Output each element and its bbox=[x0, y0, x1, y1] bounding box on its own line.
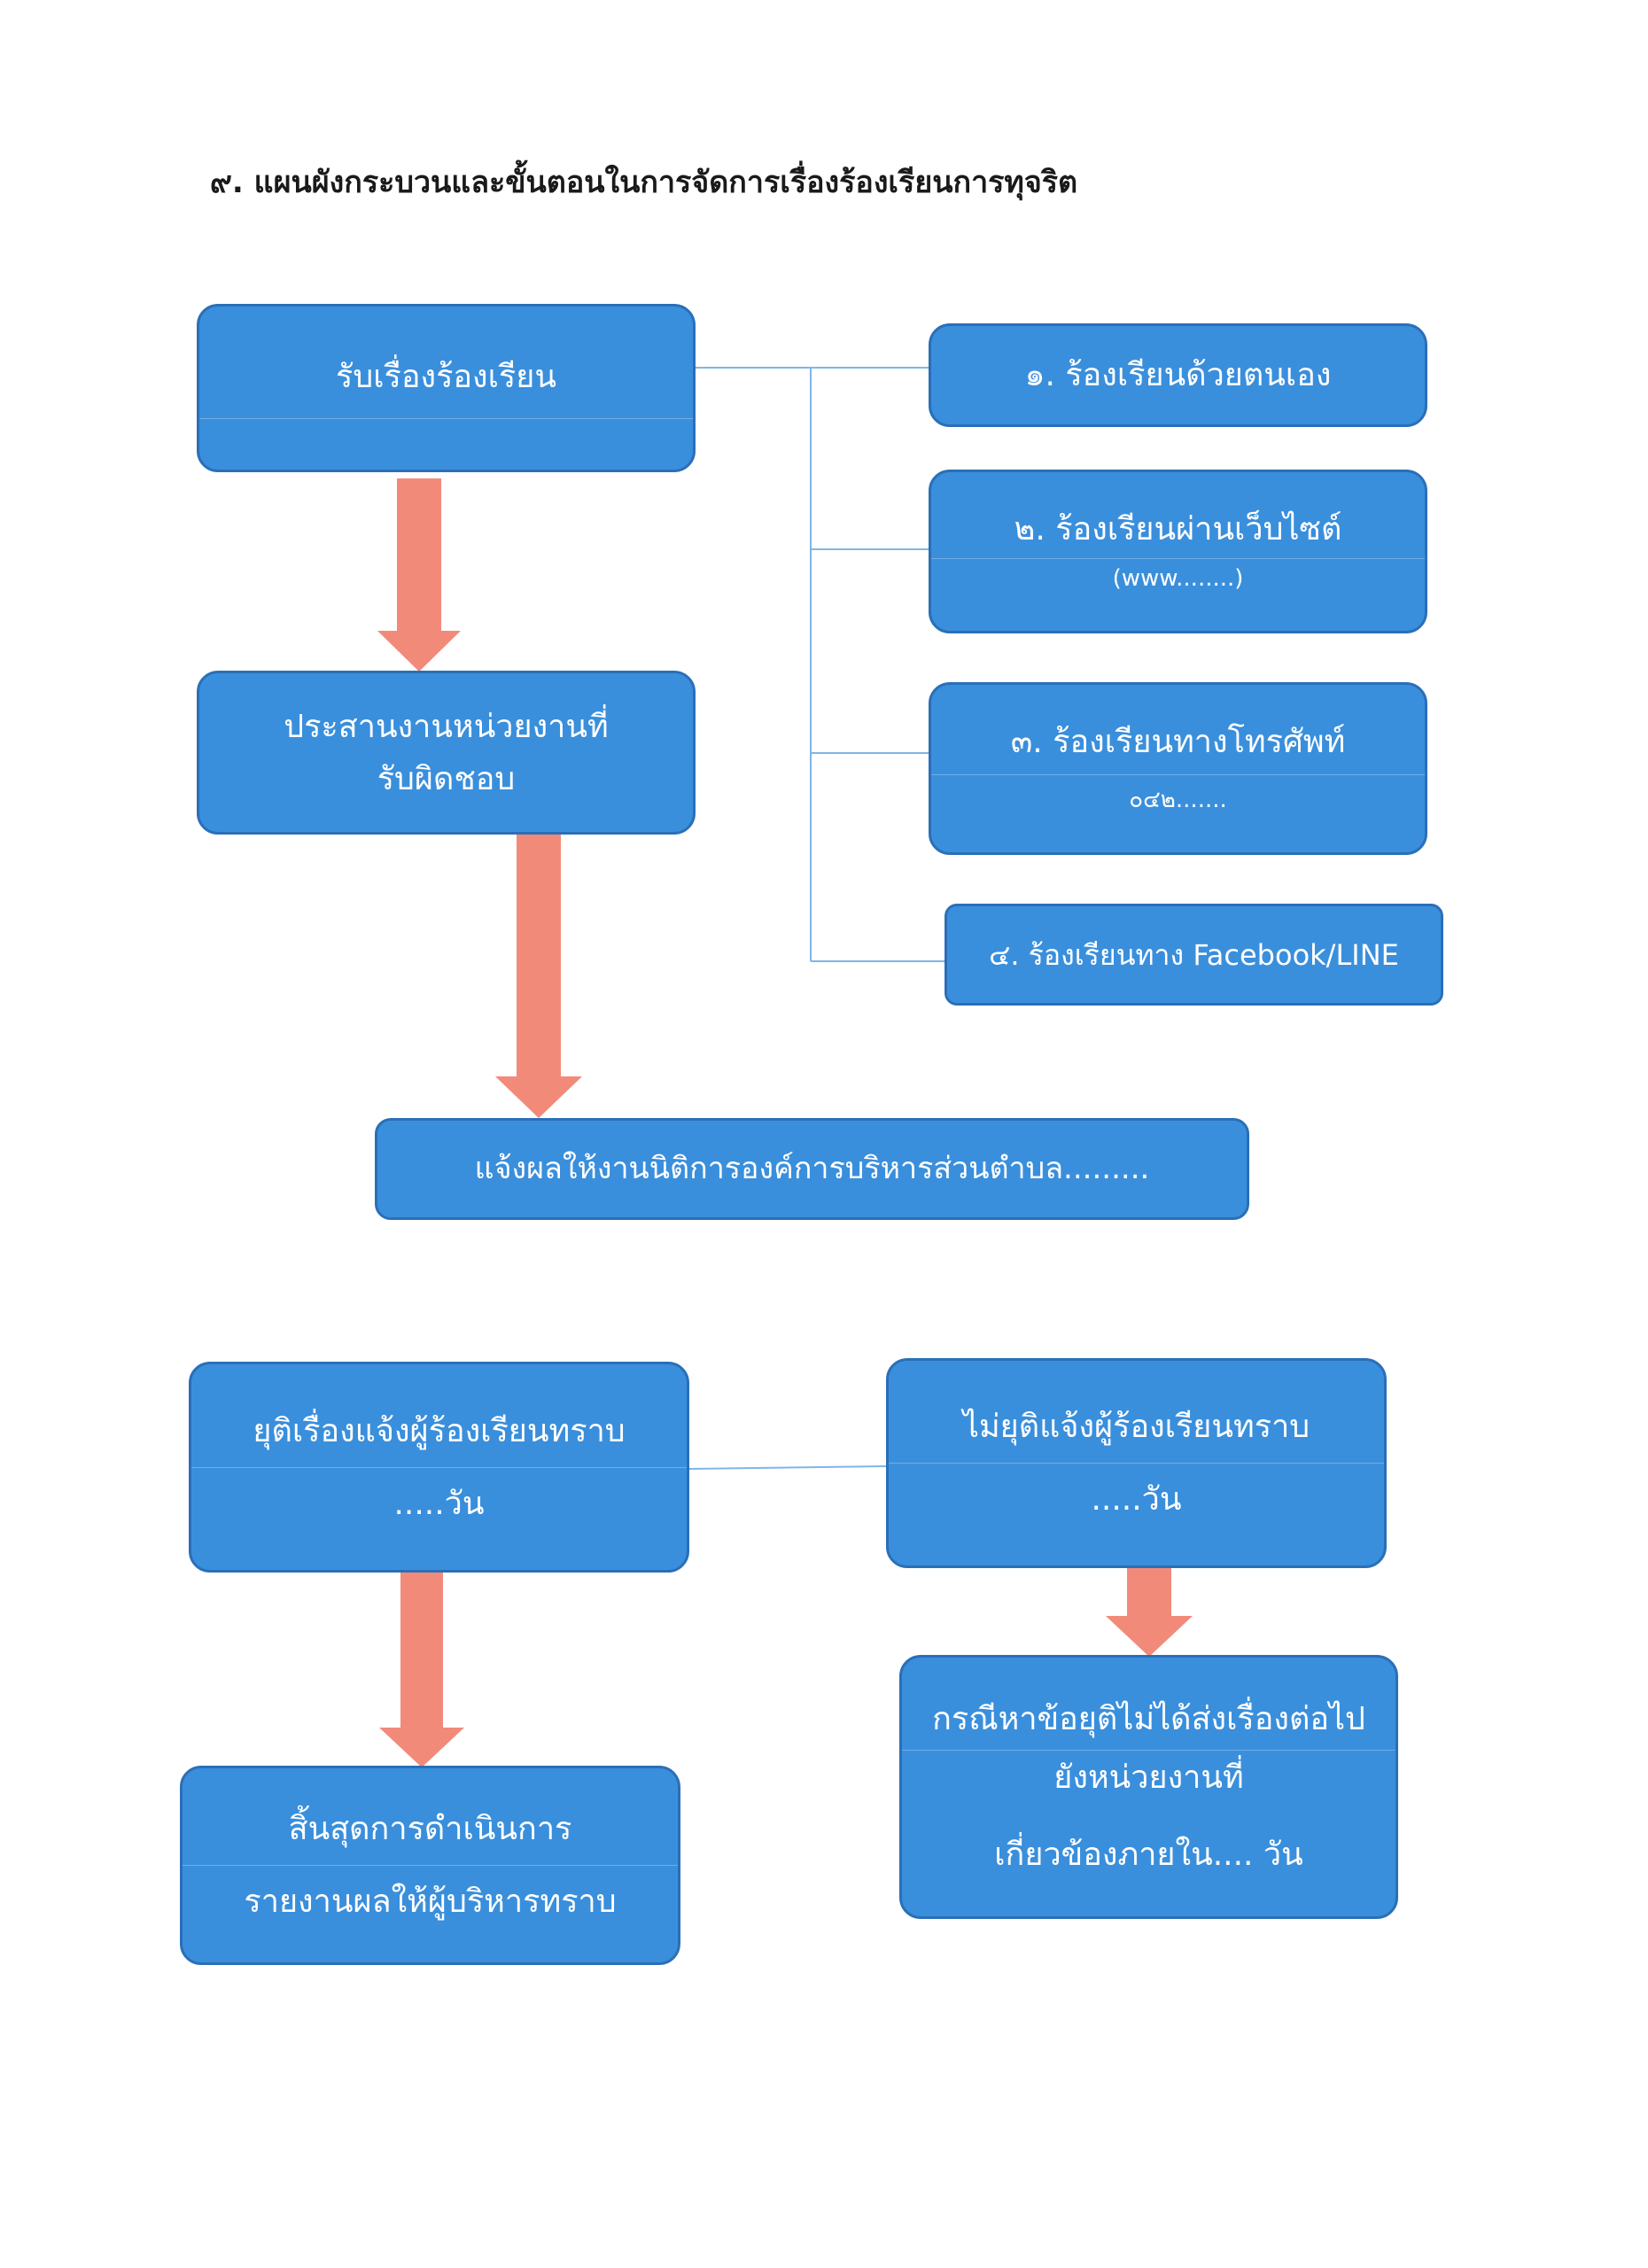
channel-in-person-box: ๑. ร้องเรียนด้วยตนเอง bbox=[929, 323, 1427, 427]
end-process-line1: สิ้นสุดการดำเนินการ bbox=[288, 1811, 572, 1847]
end-process-line2: รายงานผลให้ผู้บริหารทราบ bbox=[244, 1884, 617, 1920]
box-divider bbox=[199, 418, 693, 419]
resolved-line1: ยุติเรื่องแจ้งผู้ร้องเรียนทราบ bbox=[253, 1412, 626, 1449]
forward-agency-line2: ยังหน่วยงานที่ bbox=[1053, 1759, 1244, 1796]
arrow-down-icon bbox=[379, 1573, 464, 1767]
page-title: ๙. แผนผังกระบวนและขั้นตอนในการจัดการเรื่… bbox=[210, 165, 1078, 200]
channel-website-box: ๒. ร้องเรียนผ่านเว็บไซต์ (www........) bbox=[929, 470, 1427, 633]
connector-resolved-unresolved bbox=[688, 1465, 887, 1470]
forward-agency-box: กรณีหาข้อยุติไม่ได้ส่งเรื่องต่อไป ยังหน่… bbox=[899, 1655, 1398, 1919]
resolved-line2: .....วัน bbox=[393, 1485, 485, 1522]
receive-complaint-box: รับเรื่องร้องเรียน bbox=[197, 304, 696, 472]
channel-facebook-line-label: ๔. ร้องเรียนทาง Facebook/LINE bbox=[989, 937, 1399, 972]
box-divider bbox=[191, 1466, 687, 1468]
coordinate-unit-line2: รับผิดชอบ bbox=[377, 760, 516, 797]
channel-website-url: (www........) bbox=[1112, 565, 1244, 593]
channel-in-person-label: ๑. ร้องเรียนด้วยตนเอง bbox=[1024, 357, 1332, 393]
notify-legal-label: แจ้งผลให้งานนิติการองค์การบริหารส่วนตำบล… bbox=[474, 1151, 1150, 1187]
unresolved-box: ไม่ยุติแจ้งผู้ร้องเรียนทราบ .....วัน bbox=[886, 1358, 1387, 1568]
unresolved-line2: .....วัน bbox=[1091, 1481, 1182, 1518]
resolved-box: ยุติเรื่องแจ้งผู้ร้องเรียนทราบ .....วัน bbox=[189, 1362, 689, 1573]
forward-agency-line3: เกี่ยวข้องภายใน.... วัน bbox=[994, 1837, 1303, 1873]
channel-phone-box: ๓. ร้องเรียนทางโทรศัพท์ ๐๔๒....... bbox=[929, 682, 1427, 855]
box-divider bbox=[889, 1463, 1384, 1464]
receive-complaint-label: รับเรื่องร้องเรียน bbox=[336, 359, 556, 395]
end-process-box: สิ้นสุดการดำเนินการ รายงานผลให้ผู้บริหาร… bbox=[180, 1766, 680, 1965]
arrow-down-icon bbox=[1106, 1568, 1193, 1657]
coordinate-unit-box: ประสานงานหน่วยงานที่ รับผิดชอบ bbox=[197, 671, 696, 835]
arrow-down-icon bbox=[495, 835, 582, 1118]
unresolved-line1: ไม่ยุติแจ้งผู้ร้องเรียนทราบ bbox=[962, 1409, 1310, 1445]
box-divider bbox=[902, 1750, 1395, 1751]
box-divider bbox=[183, 1865, 678, 1866]
channel-phone-number: ๐๔๒....... bbox=[1129, 787, 1227, 814]
channel-website-label: ๒. ร้องเรียนผ่านเว็บไซต์ bbox=[1014, 511, 1342, 548]
notify-legal-box: แจ้งผลให้งานนิติการองค์การบริหารส่วนตำบล… bbox=[375, 1118, 1249, 1220]
channel-phone-label: ๓. ร้องเรียนทางโทรศัพท์ bbox=[1010, 724, 1346, 761]
channel-facebook-line-box: ๔. ร้องเรียนทาง Facebook/LINE bbox=[944, 904, 1443, 1006]
box-divider bbox=[931, 774, 1425, 776]
arrow-down-icon bbox=[377, 478, 461, 672]
box-divider bbox=[931, 558, 1425, 560]
forward-agency-line1: กรณีหาข้อยุติไม่ได้ส่งเรื่องต่อไป bbox=[932, 1701, 1365, 1737]
coordinate-unit-line1: ประสานงานหน่วยงานที่ bbox=[284, 708, 609, 745]
